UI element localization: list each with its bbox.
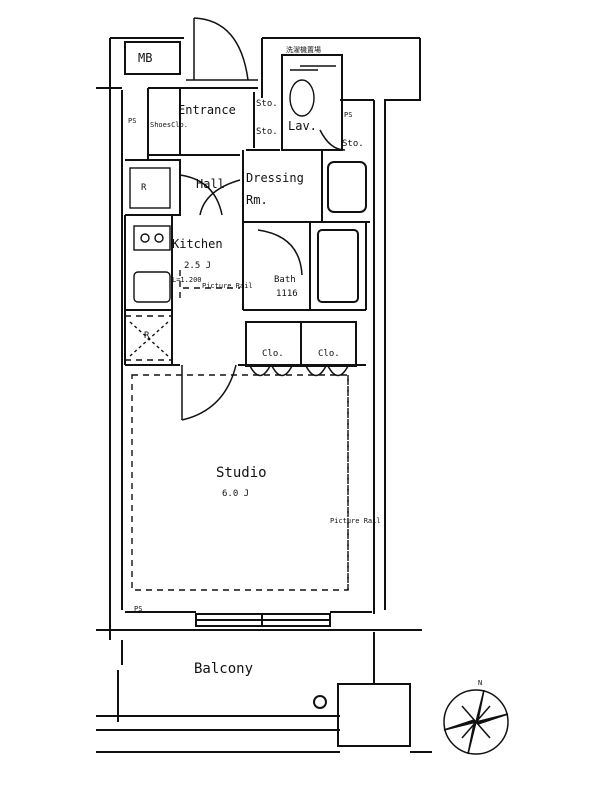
closet-label-1: Clo. (262, 349, 284, 359)
storage-label-1: Sto. (256, 99, 278, 109)
studio-label: Studio (216, 465, 267, 481)
toilet-icon (289, 79, 315, 117)
sink-icon (133, 271, 171, 303)
mb-label: MB (138, 51, 153, 65)
dashed-lines (124, 270, 349, 591)
ih-note-label: L=1.200 (172, 276, 202, 284)
dressing-label: Dressing (246, 171, 304, 185)
dressing-room-label: Rm. (246, 193, 268, 207)
washer-space-label: 洗濯機置場 (286, 46, 321, 54)
compass (443, 689, 509, 755)
lav-label: Lav. (288, 119, 317, 133)
bathtub (317, 229, 359, 303)
storage-label-3: Sto. (342, 139, 364, 149)
balcony-label: Balcony (194, 661, 254, 677)
lav-room (281, 54, 343, 151)
storage-label-2: Sto. (256, 127, 278, 137)
pipe-space-label-2: PS (344, 111, 353, 119)
doors (179, 17, 349, 421)
pipe-space-label-1: PS (128, 117, 137, 125)
drain (313, 695, 327, 709)
bath-label: Bath (274, 275, 296, 285)
bath-size-label: 1116 (276, 289, 298, 299)
kitchen-label: Kitchen (172, 237, 223, 251)
refrigerator-label: R (141, 183, 147, 193)
balcony-box (337, 683, 411, 747)
fridge-space-label: R (144, 331, 150, 341)
closet-label-2: Clo. (318, 349, 340, 359)
studio-size-label: 6.0 J (222, 489, 250, 499)
washer-pan (327, 161, 367, 213)
fixtures (129, 65, 336, 357)
north-label: N (478, 679, 483, 687)
stove-icon (133, 225, 171, 251)
picture-rail-label-1: Picture Rail (202, 282, 253, 290)
washing-machine-icon (129, 167, 171, 209)
picture-rail-label-2: Picture Rail (330, 517, 381, 525)
compass-circle (443, 689, 509, 755)
studio-picture-rail (131, 374, 349, 591)
walls (96, 37, 432, 753)
hall-label: Hall (196, 177, 225, 191)
shoes-closet-label: ShoesClo. (150, 121, 188, 129)
meter-box (124, 41, 181, 75)
kitchen-size-label: 2.5 J (184, 261, 212, 271)
entrance-label: Entrance (178, 103, 236, 117)
pipe-space-label-3: PS (134, 605, 143, 613)
